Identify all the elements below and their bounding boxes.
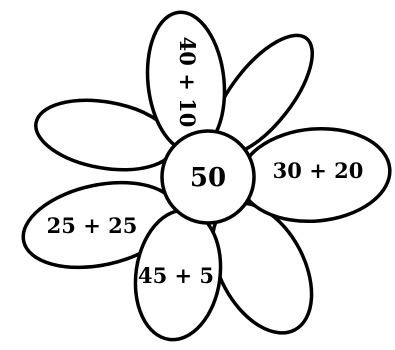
petal-bottom-label: 45 + 5 xyxy=(138,263,214,288)
petal-left-label: 25 + 25 xyxy=(47,213,138,238)
petal-top-label: 40 + 10 xyxy=(175,37,200,128)
center-value: 50 xyxy=(190,163,226,193)
petal-right-label: 30 + 20 xyxy=(273,158,364,183)
